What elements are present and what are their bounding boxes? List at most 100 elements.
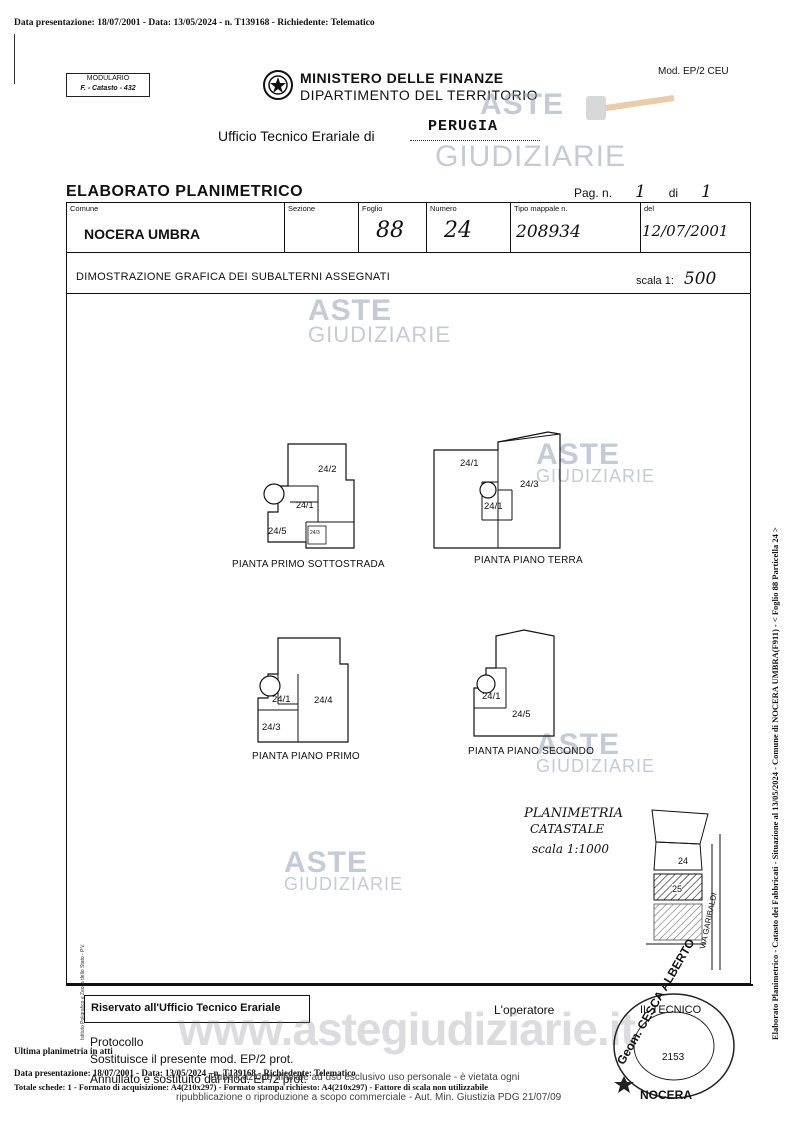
dipartimento-title: DIPARTIMENTO DEL TERRITORIO [300,87,539,103]
di-value: 1 [681,182,732,203]
footer-line3: Totale schede: 1 - Formato di acquisizio… [14,1082,489,1092]
comune-cell: Comune NOCERA UMBRA [66,202,285,252]
del-cell: del 12/07/2001 [640,202,751,252]
watermark-giudiziarie-3: GIUDIZIARIE [536,466,656,486]
foglio-cell: Foglio 88 [358,202,427,252]
watermark-giudiziarie-4: GIUDIZIARIE [536,756,656,776]
technician-stamp-icon [613,993,735,1099]
p3-label-2: 24/4 [314,695,333,706]
scala: scala 1: 500 [636,269,716,289]
foglio-label: Foglio [362,204,383,213]
side-text: Elaborato Planimetrico - Catasto dei Fab… [770,527,780,1040]
p1-label-1: 24/2 [318,464,337,475]
p4-caption: PIANTA PIANO SECONDO [468,746,595,757]
margin-mark [14,34,15,84]
parcel-24: 24 [678,856,689,866]
watermark-mid2: ASTE GIUDIZIARIE [536,438,655,487]
footer-notice1: Pubblicazione ufficiale ad uso esclusivo… [210,1072,520,1083]
p2-label-2: 24/3 [520,479,539,490]
side-text-left: Istituto Poligrafico e Zecca dello Stato… [80,943,86,1040]
plan-piano-primo [257,637,349,743]
gavel-watermark-icon [586,95,675,120]
watermark-url: www.astegiudiziarie.it [178,1003,636,1055]
riservato-box: Riservato all'Ufficio Tecnico Erariale [84,995,310,1023]
p1-label-3: 24/5 [268,526,287,537]
ministero-title: MINISTERO DELLE FINANZE [300,70,504,86]
watermark-aste-2: ASTE [308,294,393,327]
modulario-line2: F. - Catasto - 432 [80,85,136,92]
ufficio-city: PERUGIA [428,118,499,135]
plan-primo-sottostrada [263,443,355,549]
scala-value: 500 [683,269,717,289]
scala-label: scala 1: [636,275,674,287]
annullato-label: Annullato e sostituito dal mod. EP/2 pro… [90,1072,307,1086]
p2-label-1: 24/1 [460,458,479,469]
di-label: di [668,186,679,200]
pag-value: 1 [615,182,666,203]
watermark-mid3: ASTE GIUDIZIARIE [536,728,655,777]
parcel-25: 25 [672,884,683,894]
bottom-divider [66,984,753,986]
mod-code: Mod. EP/2 CEU [658,66,729,77]
sostituisce-label: Sostituisce il presente mod. EP/2 prot. [90,1052,294,1066]
identification-row: Comune NOCERA UMBRA Sezione Foglio 88 Nu… [66,202,751,253]
ufficio-label: Ufficio Tecnico Erariale di [218,128,375,144]
footer-line1: Ultima planimetria in atti [14,1046,113,1056]
p3-caption: PIANTA PIANO PRIMO [252,751,360,762]
sezione-cell: Sezione [284,202,359,252]
comune-label: Comune [70,204,99,213]
presentation-header: Data presentazione: 18/07/2001 - Data: 1… [14,18,375,28]
tipo-label: Tipo mappale n. [514,204,568,213]
watermark-giudiziarie-top: GIUDIZIARIE [435,140,627,173]
footer-notice2: ripubblicazione o riproduzione a scopo c… [176,1092,562,1103]
modulario-line1: MODULARIO [86,75,130,82]
p1-caption: PIANTA PRIMO SOTTOSTRADA [232,559,385,570]
del-label: del [644,204,655,213]
p2-label-3: 24/1 [484,501,503,512]
dimostrazione-label: DIMOSTRAZIONE GRAFICA DEI SUBALTERNI ASS… [76,271,391,283]
watermark-top: ASTE [480,88,564,122]
foglio-value: 88 [376,218,404,243]
operatore-label: L'operatore [494,1003,555,1017]
modulario-box: MODULARIO F. - Catasto - 432 [66,73,150,97]
planimetria-line2: CATASTALE [530,822,605,836]
watermark-mid4: ASTE GIUDIZIARIE [284,846,403,895]
pagination: Pag. n. 1 di 1 [574,182,732,203]
plan-piano-secondo [473,629,555,737]
p1-label-2: 24/1 [296,500,314,510]
watermark-mid1: ASTE GIUDIZIARIE [308,294,451,348]
sezione-label: Sezione [288,204,316,213]
numero-cell: Numero 24 [426,202,511,252]
watermark-aste-5: ASTE [284,846,369,879]
planimetria-line3: scala 1:1000 [532,842,610,856]
main-frame [66,202,751,984]
stamp-city: NOCERA [640,1088,693,1102]
dimostrazione-row: DIMOSTRAZIONE GRAFICA DEI SUBALTERNI ASS… [66,253,751,294]
p3-label-3: 24/3 [262,722,281,733]
p4-label-1: 24/1 [482,691,501,702]
p1-label-4: 24/3 [310,530,320,536]
ufficio-dotline [410,140,540,141]
watermark-giudiziarie-2: GIUDIZIARIE [308,322,452,347]
tipo-value: 208934 [516,222,581,242]
watermark-aste: ASTE [480,88,565,121]
stamp-tecnico: IL TECNICO [640,1004,702,1016]
comune-value: NOCERA UMBRA [84,226,201,242]
watermark-aste-4: ASTE [536,728,621,761]
planimetria-line1: PLANIMETRIA [524,806,624,821]
stamp-num: 2153 [662,1052,685,1063]
numero-value: 24 [444,218,472,243]
document-title: ELABORATO PLANIMETRICO [66,183,304,200]
p2-caption: PIANTA PIANO TERRA [474,555,583,566]
del-value: 12/07/2001 [642,222,729,240]
protocollo-label: Protocollo [90,1035,144,1049]
republic-emblem-icon [263,70,293,100]
numero-label: Numero [430,204,457,213]
footer-line2: Data presentazione: 18/07/2001 - Data: 1… [14,1068,356,1078]
plan-piano-terra [433,431,561,549]
p4-label-2: 24/5 [512,709,531,720]
p3-label-1: 24/1 [272,694,291,705]
watermark-aste-3: ASTE [536,438,621,471]
watermark-giudiziarie-5: GIUDIZIARIE [284,874,404,894]
pag-label: Pag. n. [574,186,613,200]
